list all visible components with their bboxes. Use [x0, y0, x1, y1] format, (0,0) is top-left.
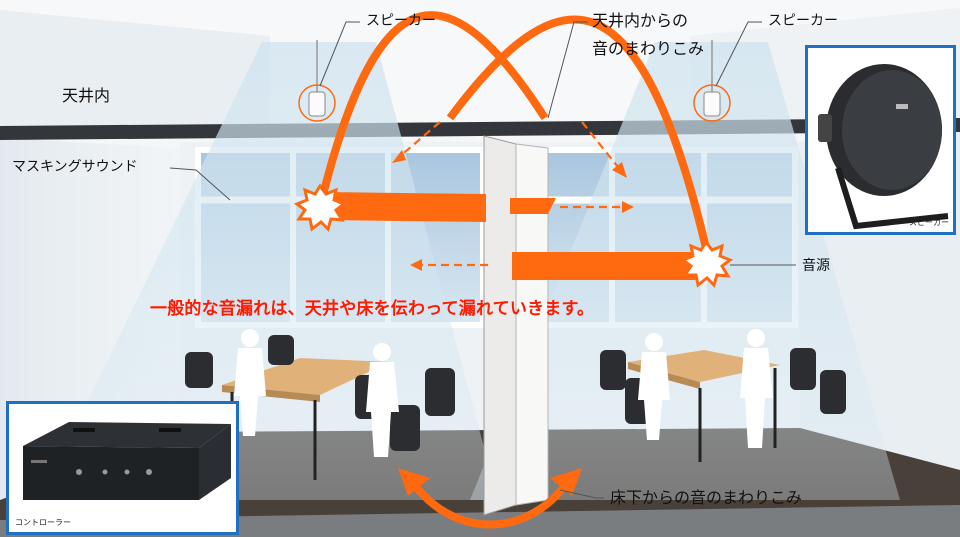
sound-source-label: 音源: [802, 258, 830, 274]
dashed-arrows: [397, 121, 625, 267]
speaker-photo: スピーカー: [805, 45, 956, 235]
speaker-product-icon: [808, 48, 953, 232]
direct-sound-bar-right: [512, 252, 700, 280]
arrowhead-1: [392, 150, 406, 163]
sound-burst-left-icon: [293, 183, 348, 232]
leader-lines: [169, 21, 796, 499]
left-ceiling-speaker-icon: [298, 40, 336, 122]
direct-sound-bar-through: [510, 198, 556, 214]
ceiling-leak-label-line1: 天井内からの: [592, 11, 689, 30]
ceiling-leak-arc-left: [319, 11, 549, 196]
arrowhead-3: [622, 201, 634, 213]
sound-leak-caption: 一般的な音漏れは、天井や床を伝わって漏れていきます。: [150, 299, 595, 319]
floor-leak-label: 床下からの音のまわりこみ: [610, 488, 803, 507]
partition-wall: [483, 135, 517, 516]
arrowhead-4: [410, 259, 422, 271]
controller-product-icon: [9, 404, 236, 532]
controller-photo: コントローラー: [6, 401, 239, 535]
people-silhouettes: [234, 329, 773, 457]
ceiling-leak-arc-right: [446, 15, 710, 249]
controller-photo-caption: コントローラー: [15, 518, 71, 527]
ceiling-leak-label-line2: 音のまわりこみ: [592, 39, 705, 58]
sound-source-burst-icon: [679, 239, 734, 288]
floor-leak-arc: [406, 475, 574, 529]
ceiling-space-label: 天井内: [62, 86, 111, 105]
direct-sound-bar-left: [325, 192, 486, 222]
right-ceiling-speaker-icon: [693, 40, 731, 122]
arrowhead-2: [612, 162, 627, 178]
speaker-right-label: スピーカー: [768, 13, 838, 29]
floor-arrowhead-left: [398, 468, 430, 496]
floor-arrowhead-right: [550, 468, 582, 496]
masking-sound-label: マスキングサウンド: [12, 159, 138, 175]
speaker-left-label: スピーカー: [366, 13, 436, 29]
office-chairs: [185, 335, 846, 451]
speaker-photo-caption: スピーカー: [909, 218, 949, 227]
ceiling-void-left-wall: [0, 10, 270, 132]
